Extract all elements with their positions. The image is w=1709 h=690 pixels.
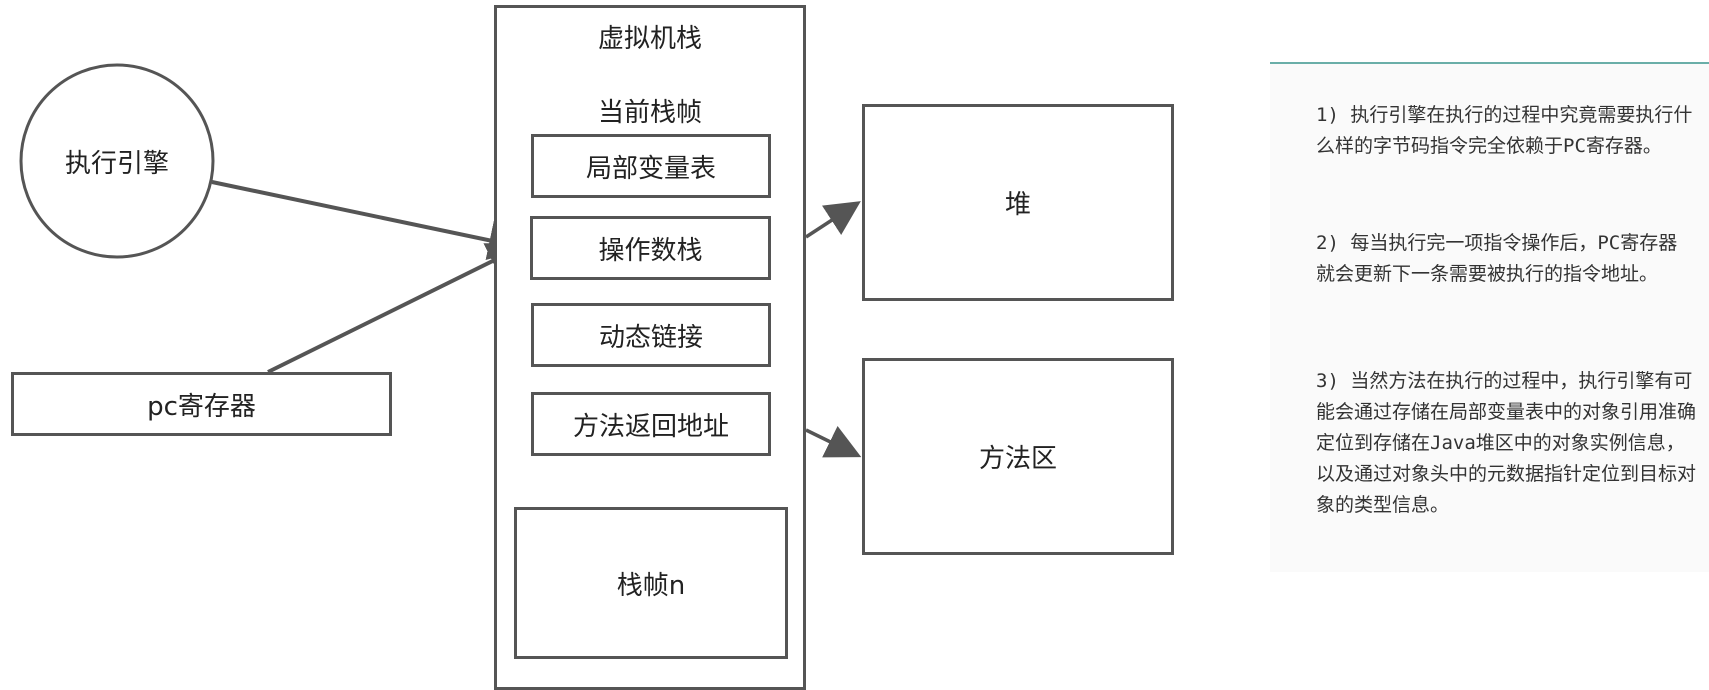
explanation-panel: 1) 执行引擎在执行的过程中究竟需要执行什么样的字节码指令完全依赖于PC寄存器。… <box>1270 62 1709 572</box>
return-address-label: 方法返回地址 <box>572 411 729 442</box>
stack-frame-n-label: 栈帧n <box>616 570 686 601</box>
return-address: 方法返回地址 <box>531 392 771 456</box>
vm-stack-title: 虚拟机栈 <box>597 24 702 54</box>
engine-circle <box>19 63 215 259</box>
operand-stack: 操作数栈 <box>530 216 771 280</box>
method-area-label: 方法区 <box>978 444 1057 474</box>
heap-box: 堆 <box>862 104 1174 301</box>
method-area-box: 方法区 <box>862 358 1174 555</box>
pc-register-to-operand-stack-arrow <box>267 243 529 374</box>
local-variable-table-label: 局部变量表 <box>585 153 716 184</box>
heap-label: 堆 <box>1004 190 1031 220</box>
operand-stack-label: 操作数栈 <box>598 235 703 266</box>
to-method-area-arrow <box>805 425 862 458</box>
note-3: 3) 当然方法在执行的过程中，执行引擎有可能会通过存储在局部变量表中的对象引用准… <box>1316 370 1697 516</box>
engine-label: 执行引擎 <box>64 149 169 179</box>
note-1: 1) 执行引擎在执行的过程中究竟需要执行什么样的字节码指令完全依赖于PC寄存器。 <box>1316 104 1693 157</box>
current-frame-title: 当前栈帧 <box>597 98 702 128</box>
note-2: 2) 每当执行完一项指令操作后，PC寄存器就会更新下一条需要被执行的指令地址。 <box>1316 232 1678 285</box>
to-heap-arrow <box>805 201 861 239</box>
dynamic-linking-label: 动态链接 <box>598 322 703 353</box>
pc-register-box: pc寄存器 <box>11 372 392 436</box>
pc-register-label: pc寄存器 <box>147 391 256 422</box>
local-variable-table: 局部变量表 <box>531 134 771 198</box>
dynamic-linking: 动态链接 <box>531 303 771 367</box>
engine-to-operand-stack-arrow <box>211 180 529 260</box>
stack-frame-n: 栈帧n <box>514 507 788 659</box>
